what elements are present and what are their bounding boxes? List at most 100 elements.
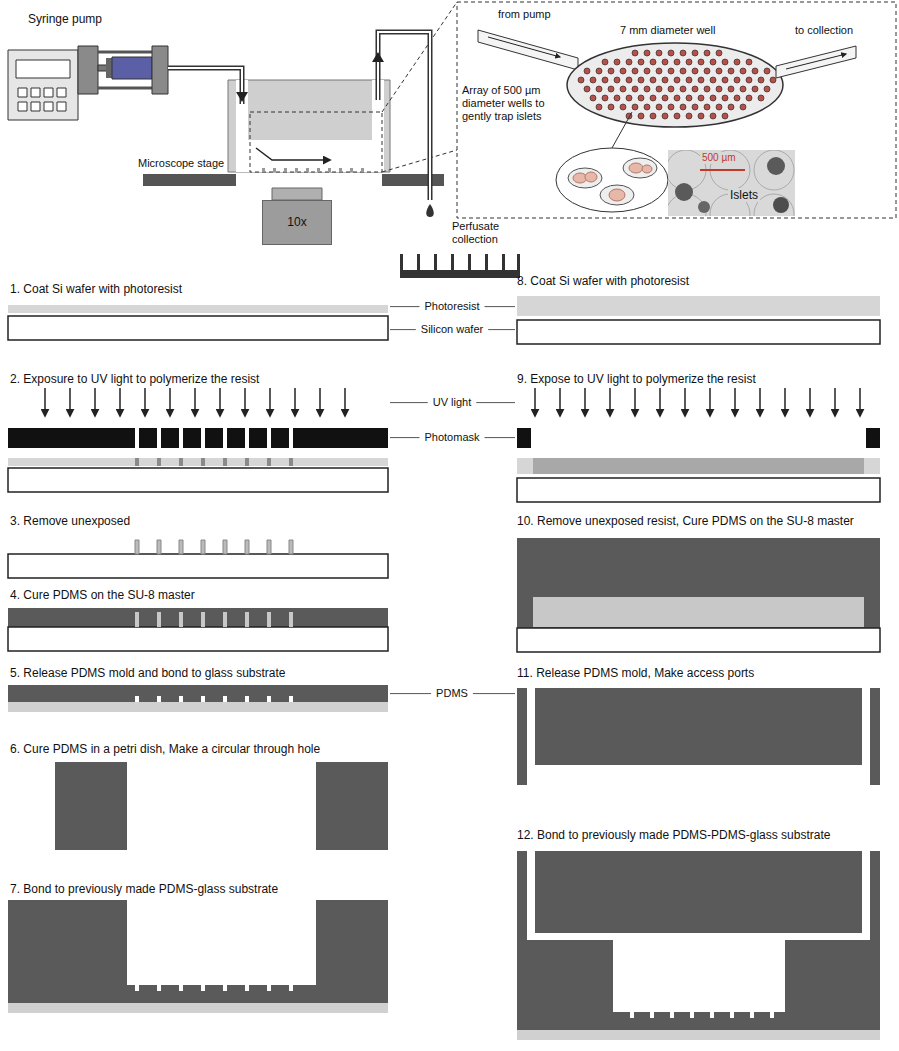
mask-opening: [157, 428, 161, 448]
fabrication-steps: [316, 900, 388, 985]
callout-label: Islets: [728, 188, 760, 202]
trap-well: [245, 696, 249, 702]
trap-well: [295, 168, 298, 172]
syringe-pump: [31, 102, 40, 111]
islet-well: [710, 113, 716, 119]
islet-well: [620, 104, 626, 110]
trap-well: [670, 1012, 674, 1018]
islet-well: [680, 104, 686, 110]
su8-post: [289, 540, 293, 554]
leader-line: [390, 329, 416, 330]
su8-post: [179, 540, 183, 554]
trap-well: [710, 1012, 714, 1018]
collection-plate: [485, 254, 488, 272]
syringe-pump: [31, 88, 40, 97]
perfusion-chamber: [256, 148, 330, 160]
islet-well: [722, 77, 728, 83]
islet-well: [596, 86, 602, 92]
uv-arrow: [659, 388, 661, 416]
step-caption: 9. Expose to UV light to polymerize the …: [517, 372, 756, 386]
syringe-pump: [78, 46, 98, 94]
trap-well: [135, 985, 139, 991]
islet-well: [608, 86, 614, 92]
trap-well: [289, 696, 293, 702]
microscope-stage: [143, 174, 236, 186]
step-caption: 8. Coat Si wafer with photoresist: [517, 274, 689, 288]
islet-well: [746, 77, 752, 83]
leader-line: [473, 693, 515, 694]
fabrication-steps: [517, 296, 880, 316]
tubing: [378, 32, 430, 200]
islet-well: [704, 104, 710, 110]
fabrication-steps: [8, 608, 388, 627]
exposed-resist: [201, 458, 205, 466]
layer-label: UV light: [433, 396, 472, 409]
fabrication-steps: [8, 316, 388, 340]
trap-well: [317, 168, 320, 172]
syringe-pump: [16, 60, 70, 78]
microscope-stage: [143, 174, 444, 200]
islet-well: [770, 77, 776, 83]
collection-plate: [517, 254, 520, 272]
fabrication-steps: [517, 428, 531, 448]
su8-post: [267, 540, 271, 554]
islet-well: [686, 95, 692, 101]
islet-well: [704, 86, 710, 92]
uv-arrow: [784, 388, 786, 416]
islet-well: [710, 77, 716, 83]
tubing: [168, 32, 434, 217]
leader-line: [488, 329, 515, 330]
mask-opening: [267, 428, 271, 448]
trap-well: [157, 985, 161, 991]
inset-detail: [776, 46, 856, 78]
islet-well: [632, 50, 638, 56]
mask-opening: [289, 428, 293, 448]
callout-label: Array of 500 µm diameter wells to gently…: [462, 84, 562, 124]
fabrication-steps: [8, 305, 388, 313]
uv-arrow: [859, 388, 861, 416]
islet-well: [734, 59, 740, 65]
trap-well: [262, 168, 265, 172]
syringe-pump: [57, 88, 66, 97]
islet-well: [668, 50, 674, 56]
exposed-resist: [267, 458, 271, 466]
islet-well: [752, 86, 758, 92]
islet-well: [710, 59, 716, 65]
collection-plate: [434, 254, 437, 272]
mask-opening: [201, 428, 205, 448]
microscope-stage: [272, 188, 322, 200]
su8-post: [245, 612, 249, 627]
fabrication-steps: [866, 428, 880, 448]
inset-detail: [457, 2, 896, 218]
uv-arrow: [559, 388, 561, 416]
islet-well: [680, 86, 686, 92]
step-caption: 11. Release PDMS mold, Make access ports: [517, 666, 754, 680]
leader-line: [476, 402, 515, 403]
fabrication-steps: [8, 685, 388, 702]
fabrication-steps: [8, 428, 388, 448]
trap-well: [350, 168, 353, 172]
trap-well: [690, 1012, 694, 1018]
flow-label: from pump: [498, 8, 551, 21]
trap-well: [273, 168, 276, 172]
trap-well: [179, 696, 183, 702]
su8-post: [267, 612, 271, 627]
su8-post: [135, 540, 139, 554]
islet-well: [686, 59, 692, 65]
syringe-pump: [106, 58, 112, 78]
uv-arrow: [809, 388, 811, 416]
fabrication-steps: [8, 985, 388, 1003]
su8-post: [245, 540, 249, 554]
syringe-pump: [98, 87, 152, 90]
uv-arrow: [759, 388, 761, 416]
mask-opening: [223, 428, 227, 448]
uv-arrow: [609, 388, 611, 416]
fabrication-steps: [8, 1003, 388, 1013]
islet-well: [602, 95, 608, 101]
uv-arrow: [709, 388, 711, 416]
zoom-detail: [642, 165, 652, 173]
step-caption: 5. Release PDMS mold and bond to glass s…: [10, 666, 285, 680]
tubing: [168, 68, 242, 104]
trap-well: [267, 985, 271, 991]
fabrication-steps: [8, 702, 388, 712]
